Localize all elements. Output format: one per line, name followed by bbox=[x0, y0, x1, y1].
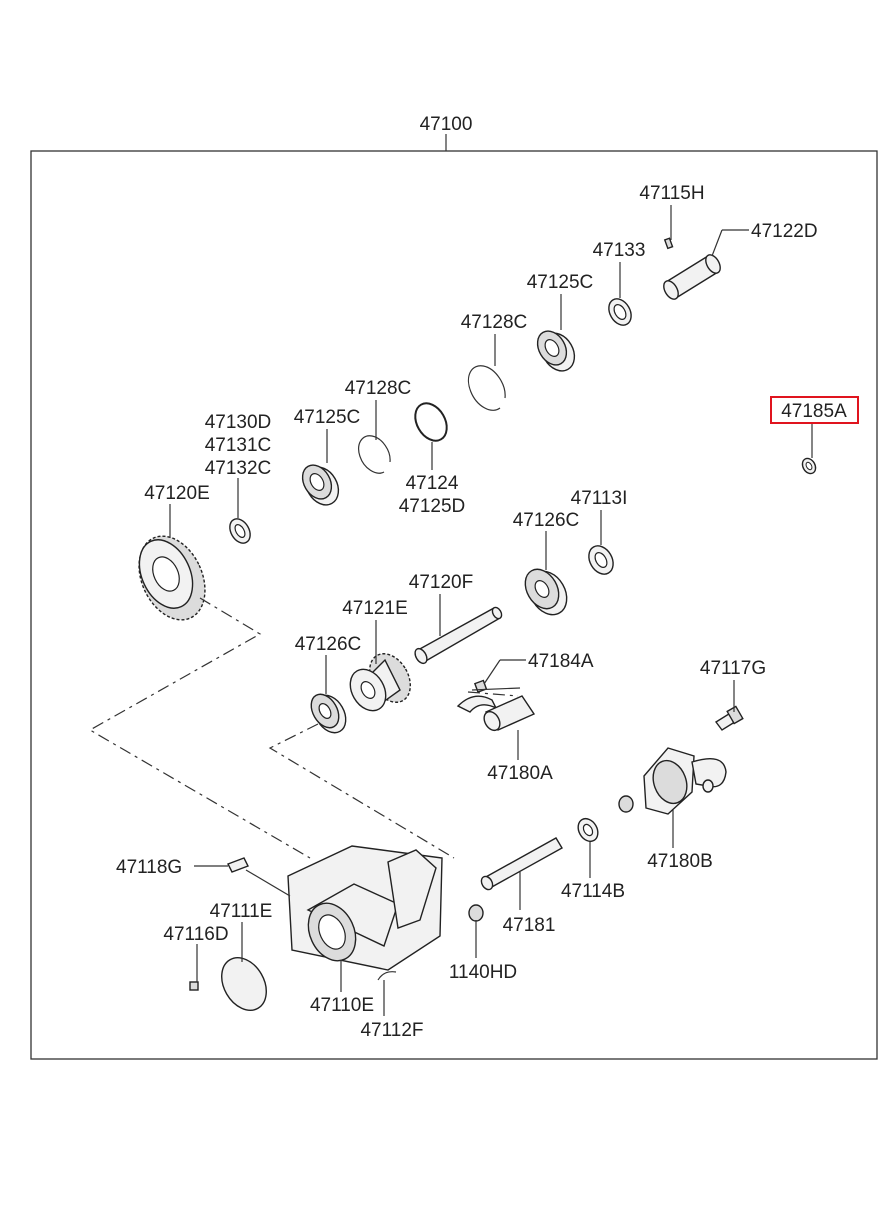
part-47124-ring[interactable] bbox=[409, 398, 453, 447]
part-47118G-pin[interactable] bbox=[227, 857, 249, 873]
part-47120F-shaft[interactable] bbox=[413, 606, 504, 666]
label-47120F[interactable]: 47120F bbox=[409, 572, 473, 593]
assembly-frame bbox=[30, 150, 878, 1060]
part-47180A-fork[interactable] bbox=[456, 687, 536, 733]
part-1140HD-bolt[interactable] bbox=[468, 904, 484, 922]
label-47180A[interactable]: 47180A bbox=[487, 763, 553, 784]
label-47133[interactable]: 47133 bbox=[593, 240, 646, 261]
label-47124[interactable]: 47124 bbox=[406, 473, 459, 494]
part-47181-rod[interactable] bbox=[479, 837, 563, 892]
part-47114B-seal[interactable] bbox=[574, 815, 602, 845]
part-47115H[interactable] bbox=[663, 237, 674, 250]
highlight-box bbox=[770, 396, 859, 424]
label-47122D[interactable]: 47122D bbox=[751, 221, 818, 242]
label-47180B[interactable]: 47180B bbox=[647, 851, 713, 872]
label-47115H[interactable]: 47115H bbox=[639, 183, 704, 204]
label-47121E[interactable]: 47121E bbox=[342, 598, 408, 619]
part-47126C-upper[interactable] bbox=[519, 563, 575, 621]
label-47113I[interactable]: 47113I bbox=[571, 488, 628, 509]
label-47128C-upper[interactable]: 47128C bbox=[461, 312, 528, 333]
part-47128C-upper[interactable] bbox=[467, 365, 506, 411]
part-plug[interactable] bbox=[618, 795, 634, 813]
label-47181[interactable]: 47181 bbox=[503, 915, 556, 936]
part-47180B-cover[interactable] bbox=[643, 747, 727, 815]
part-47113I-seal[interactable] bbox=[584, 542, 618, 579]
label-47131C[interactable]: 47131C bbox=[205, 435, 272, 456]
part-47117G-bolt[interactable] bbox=[714, 705, 744, 731]
part-47110E-housing[interactable] bbox=[287, 845, 443, 971]
part-47121E-hub[interactable] bbox=[343, 646, 418, 717]
label-47132C[interactable]: 47132C bbox=[205, 458, 272, 479]
label-47114B[interactable]: 47114B bbox=[561, 881, 625, 902]
label-47111E[interactable]: 47111E bbox=[210, 901, 273, 922]
label-47128C-lower[interactable]: 47128C bbox=[345, 378, 412, 399]
part-47133[interactable] bbox=[604, 295, 635, 329]
part-47116D-bolt[interactable] bbox=[189, 981, 199, 991]
label-47117G[interactable]: 47117G bbox=[700, 658, 766, 679]
part-47112F-clip[interactable] bbox=[377, 971, 397, 981]
assembly-guide-lines bbox=[88, 597, 519, 859]
label-47116D[interactable]: 47116D bbox=[163, 924, 228, 945]
label-47125C-lower[interactable]: 47125C bbox=[294, 407, 361, 428]
part-47125C-lower[interactable] bbox=[297, 460, 345, 511]
label-47120E[interactable]: 47120E bbox=[144, 483, 210, 504]
part-47111E-cover[interactable] bbox=[213, 950, 276, 1018]
label-47118G[interactable]: 47118G bbox=[116, 857, 182, 878]
label-47125C-upper[interactable]: 47125C bbox=[527, 272, 594, 293]
part-47128C-lower[interactable] bbox=[358, 435, 391, 474]
label-47126C-upper[interactable]: 47126C bbox=[513, 510, 580, 531]
leader-lines bbox=[169, 205, 813, 1016]
label-1140HD[interactable]: 1140HD bbox=[449, 962, 517, 983]
label-47126C-lower[interactable]: 47126C bbox=[295, 634, 362, 655]
part-47125C-upper[interactable] bbox=[532, 326, 581, 377]
label-47110E[interactable]: 47110E bbox=[310, 995, 374, 1016]
label-47130D[interactable]: 47130D bbox=[205, 412, 272, 433]
label-47112F[interactable]: 47112F bbox=[360, 1020, 423, 1041]
part-47122D[interactable] bbox=[661, 252, 723, 301]
part-47185A[interactable] bbox=[800, 456, 818, 476]
label-47185A[interactable]: 47185A bbox=[781, 401, 847, 422]
part-47120E-gear[interactable] bbox=[126, 525, 218, 630]
label-47125D[interactable]: 47125D bbox=[399, 496, 466, 517]
part-47126C-lower[interactable] bbox=[306, 689, 353, 738]
assembly-number: 47100 bbox=[420, 114, 473, 135]
label-47184A[interactable]: 47184A bbox=[528, 651, 594, 672]
part-47130D-washer[interactable] bbox=[226, 515, 255, 547]
part-labels: 47115H 47122D 47133 47125C 47128C 47128C… bbox=[116, 183, 859, 1041]
